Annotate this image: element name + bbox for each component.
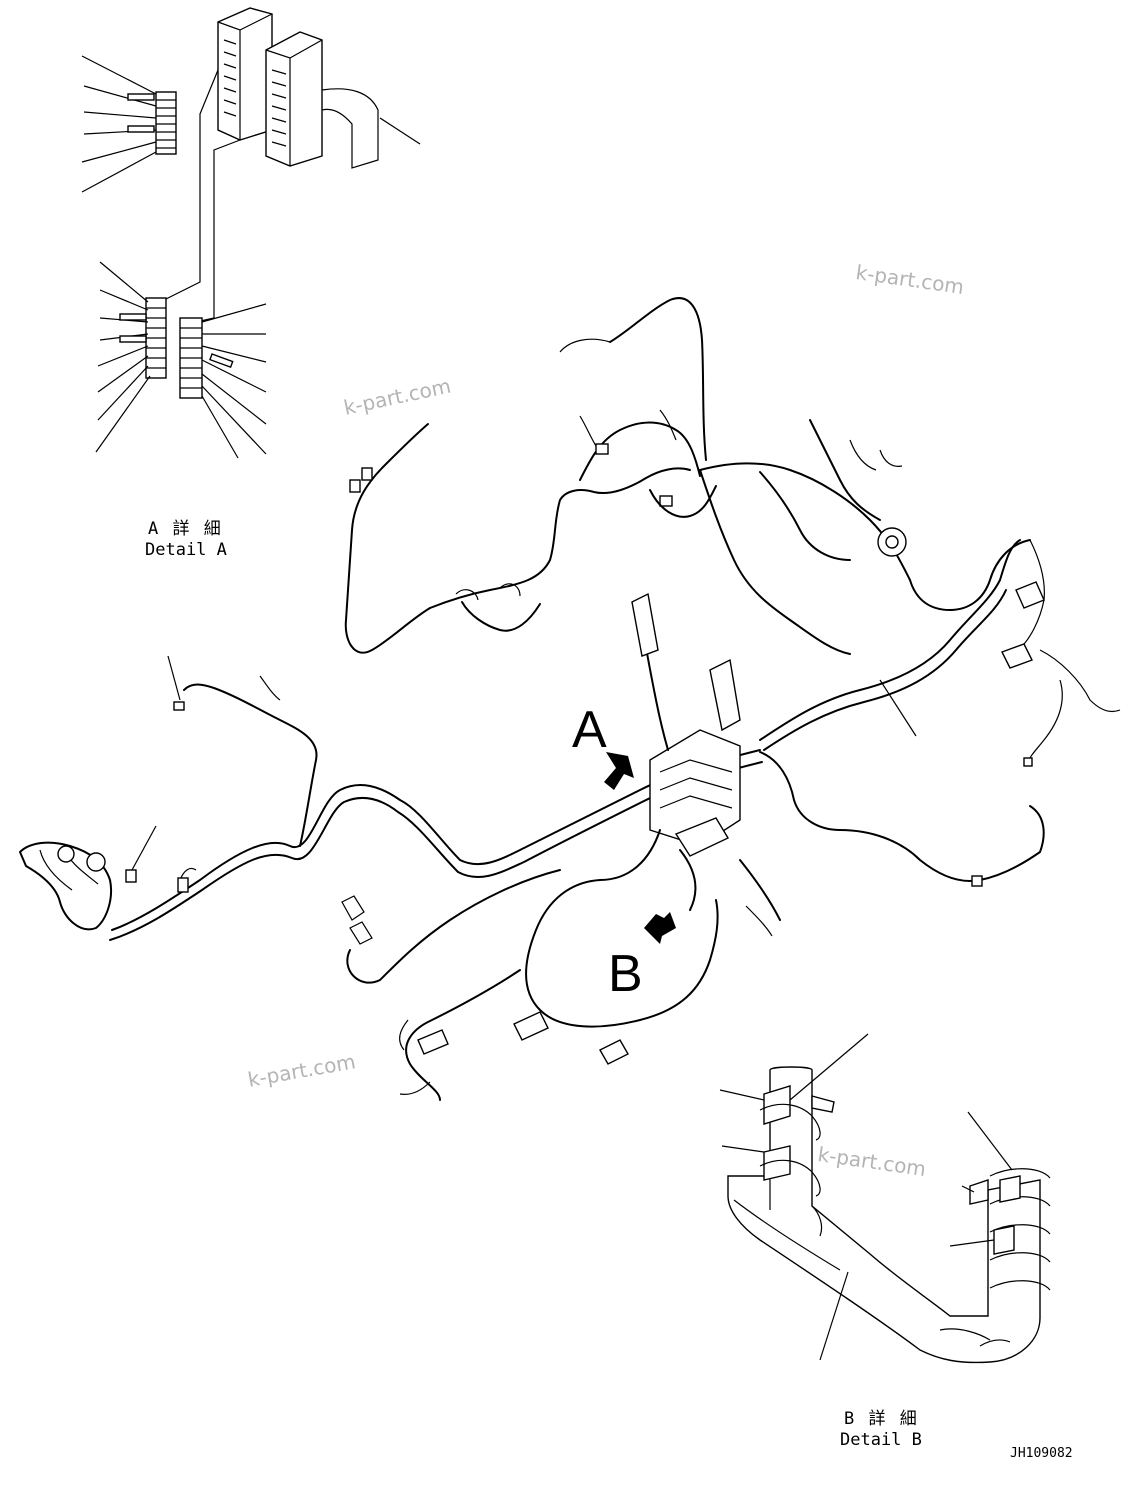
detail-b-title-jp: B 詳 細: [844, 1409, 919, 1429]
detail-a-title-en: Detail A: [145, 540, 227, 560]
callout-a-label: A: [572, 701, 607, 759]
detail-a-drawing: [81, 7, 421, 459]
callout-b-label: B: [608, 945, 643, 1003]
drawing-number: JH109082: [1010, 1446, 1073, 1461]
detail-a-title-jp: A 詳 細: [148, 519, 223, 539]
detail-b-drawing: [719, 1033, 1051, 1364]
detail-b-title-en: Detail B: [840, 1430, 922, 1450]
main-harness-drawing: [19, 297, 1121, 1101]
